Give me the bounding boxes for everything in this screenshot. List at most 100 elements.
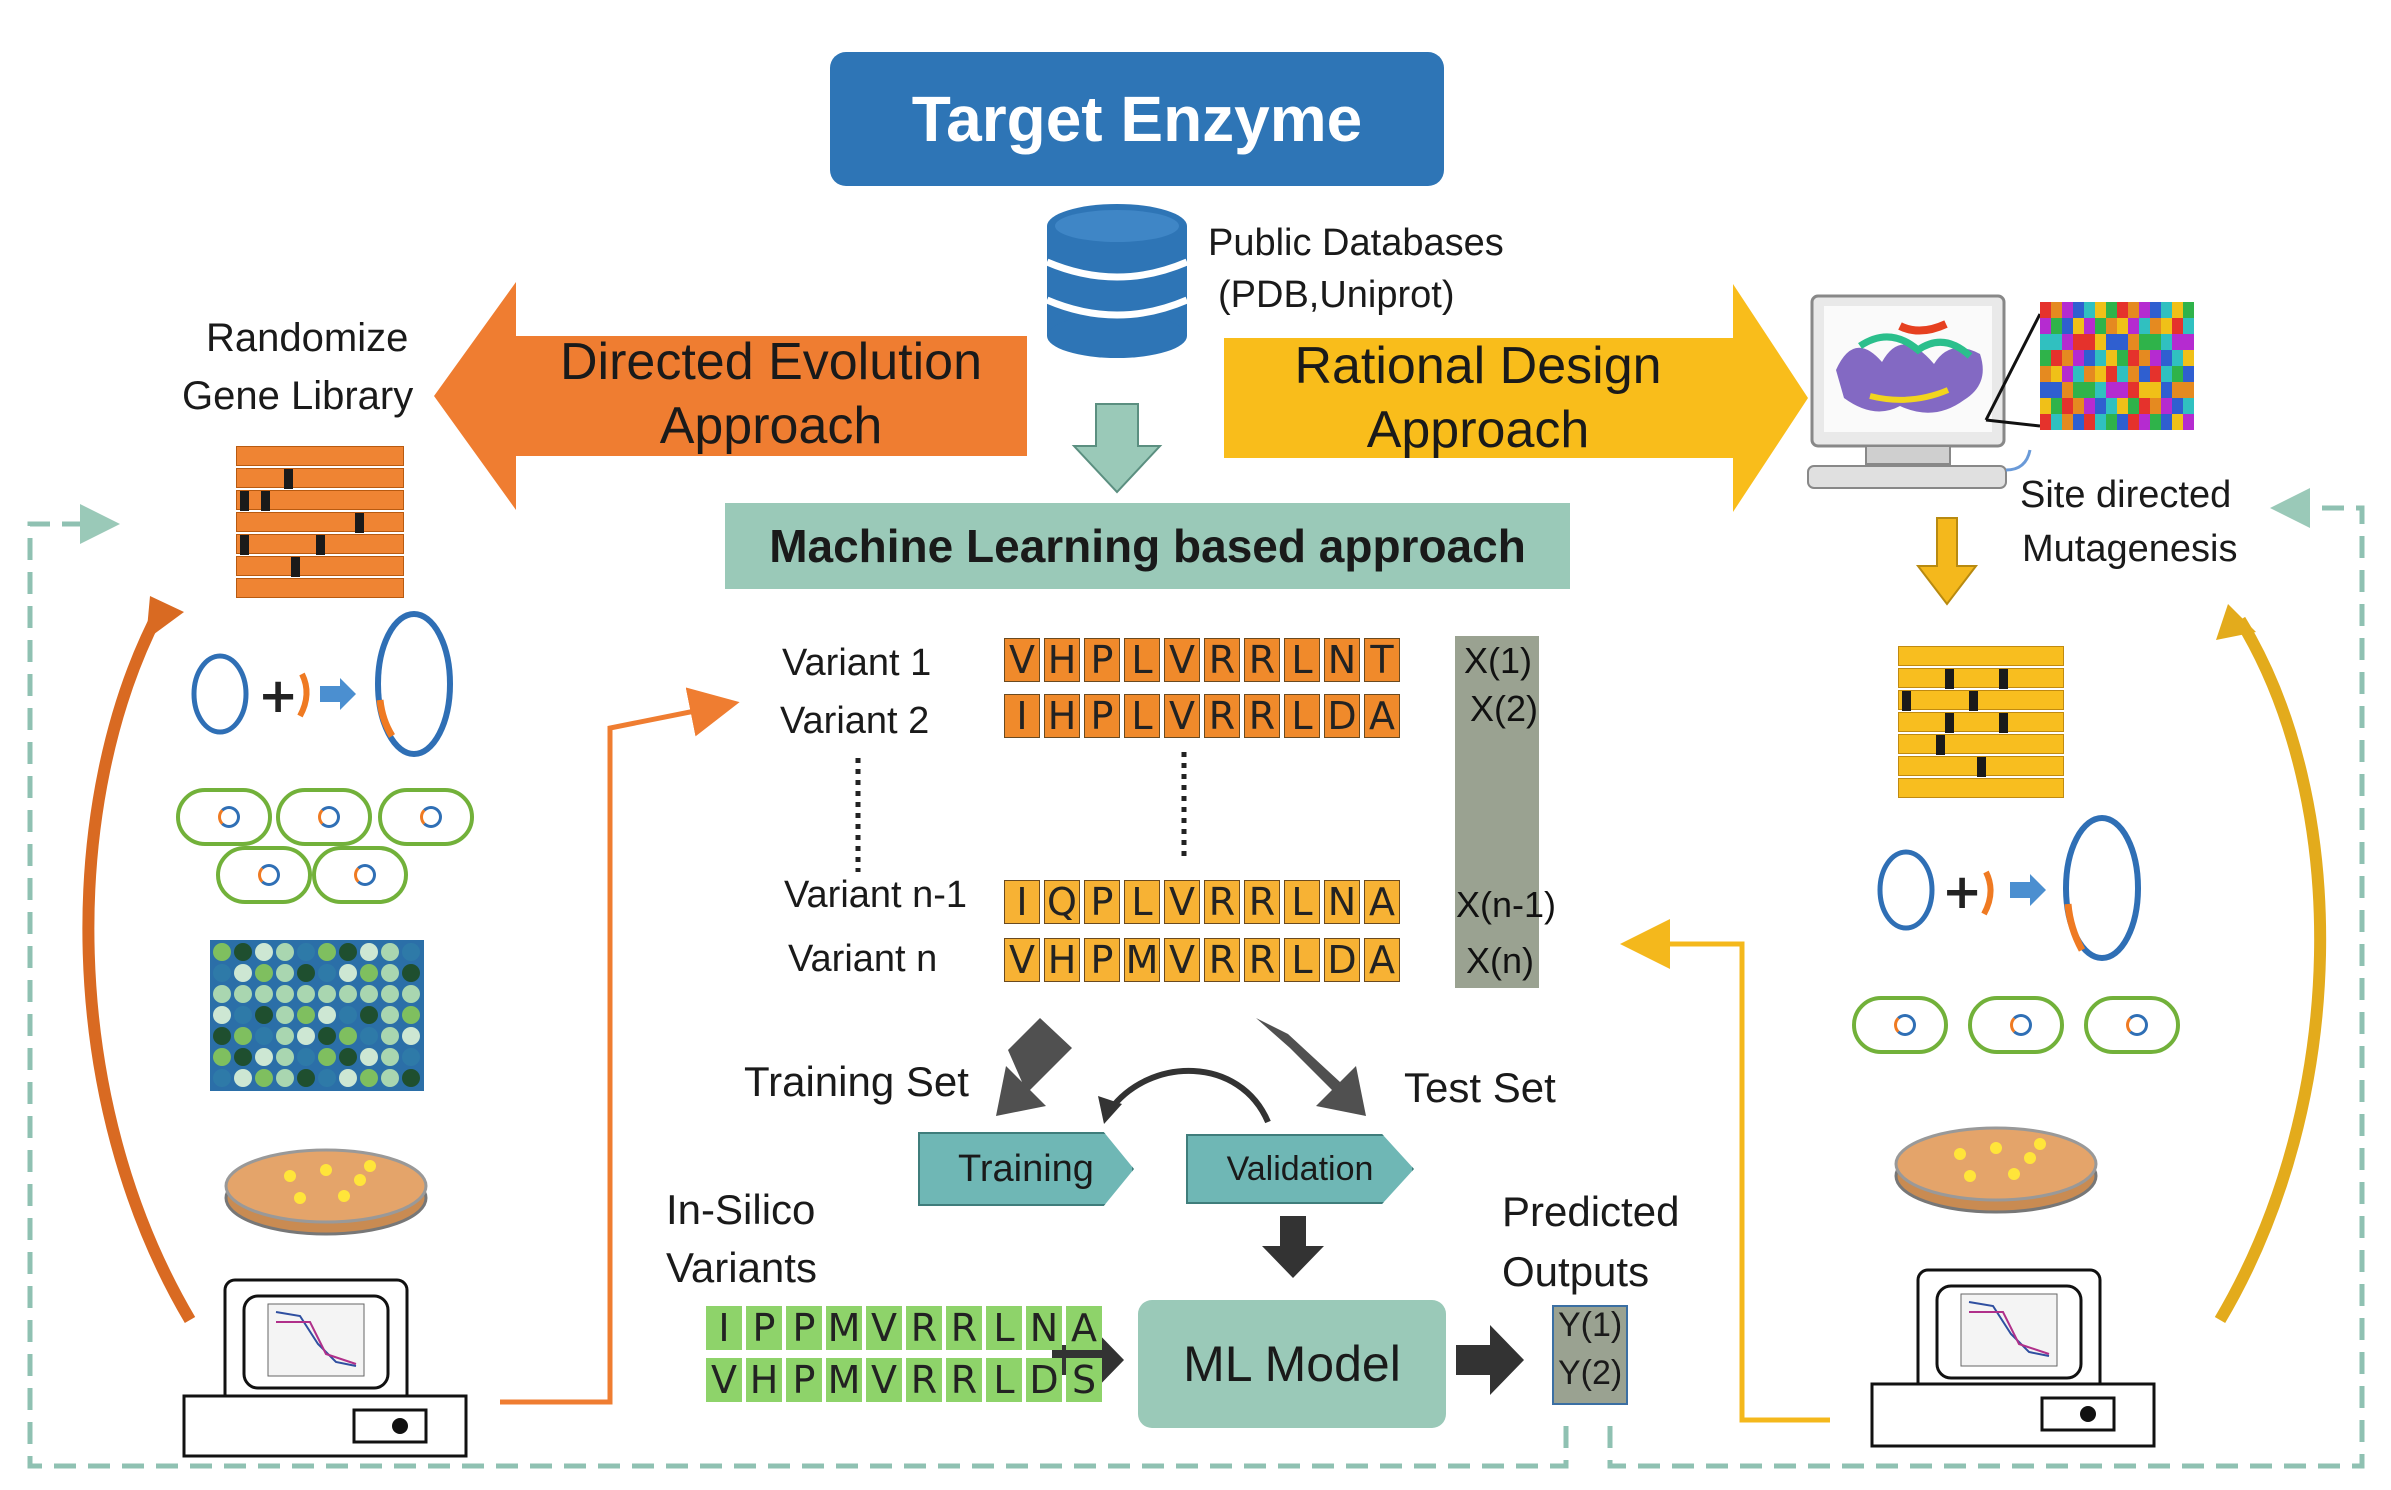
mutation-mark [1902,691,1911,711]
desktop-protein-icon [1807,294,2194,489]
variant-3-residue: Q [1044,880,1080,924]
well [381,1027,399,1045]
variant-2-residue: R [1204,694,1240,738]
well [276,985,294,1003]
well [234,1027,252,1045]
variant-4-residue: H [1044,938,1080,982]
well [360,1006,378,1024]
well [402,1069,420,1087]
variant-1-residue: R [1244,638,1280,682]
left-computer-icon [182,1278,468,1458]
right-petri-dish-icon [1894,1126,2098,1214]
svg-text:+: + [258,668,298,724]
well [360,943,378,961]
bacterial-cell [276,788,372,846]
mutation-mark [1999,713,2008,733]
in-silico-1-residue: R [946,1306,982,1350]
well [318,1006,336,1024]
well [339,1006,357,1024]
database-label-line2: (PDB,Uniprot) [1218,274,1455,316]
variant-n-1-label: Variant n-1 [784,874,968,916]
gene-fragment [236,468,404,489]
variant-3-residue: R [1244,880,1280,924]
well [213,1006,231,1024]
right-computer-icon [1870,1268,2156,1448]
well [234,985,252,1003]
plasmid-icon [258,864,280,886]
directed-evolution-label-line1: Directed Evolution [560,333,982,391]
in-silico-2-residue: L [986,1358,1022,1402]
feature-xn: X(n) [1466,940,1535,981]
variant-3-residue: R [1204,880,1240,924]
variant-2-residue: A [1364,694,1400,738]
well [276,943,294,961]
variant-2-label: Variant 2 [780,700,930,742]
variant-2-residue: P [1084,694,1120,738]
left-petri-dish-icon [224,1148,428,1236]
well [213,1027,231,1045]
in-silico-2-residue: R [946,1358,982,1402]
variant-3-residue: I [1004,880,1040,924]
validation-step: Validation [1186,1134,1414,1204]
well [297,1069,315,1087]
gene-fragment [1898,646,2064,666]
in-silico-1-residue: L [986,1306,1022,1350]
gene-fragment [1898,668,2064,689]
variant-4-residue: R [1204,938,1240,982]
mutation-mark [284,469,293,489]
in-silico-1-residue: M [826,1306,862,1350]
validation-down-arrow [1262,1216,1324,1278]
mutation-mark [261,491,270,511]
gene-fragment [1898,734,2064,755]
gene-fragment [236,534,404,555]
right-gene-library-icon [1898,646,2064,806]
variant-3-residue: P [1084,880,1120,924]
plasmid-icon [2126,1014,2148,1036]
well-plate-icon [210,940,424,1091]
directed-evolution-arrow [434,282,1027,510]
variant-4-residue: P [1084,938,1120,982]
variant-1-residue: T [1364,638,1400,682]
well [318,1069,336,1087]
well [297,1027,315,1045]
rational-design-label-line2: Approach [1366,401,1590,459]
in-silico-2-residue: M [826,1358,862,1402]
gene-fragment [236,556,404,577]
well [318,943,336,961]
in-silico-1-residue: P [786,1306,822,1350]
well [276,964,294,982]
randomize-label-line1: Randomize [206,316,409,360]
well [213,943,231,961]
in-silico-1-residue: N [1026,1306,1062,1350]
in-silico-label-line2: Variants [666,1244,817,1291]
well [276,1006,294,1024]
mutation-mark [1969,691,1978,711]
in-silico-label-line1: In-Silico [666,1186,816,1233]
in-silico-2-residue: H [746,1358,782,1402]
db-down-arrow [1071,403,1163,494]
gene-fragment [1898,778,2064,798]
bacterial-cell [176,788,272,846]
training-set-arrow [996,1018,1072,1116]
variant-2-residue: L [1284,694,1320,738]
output-y2: Y(2) [1558,1354,1623,1392]
site-directed-label-line2: Mutagenesis [2022,528,2238,570]
predicted-label-line1: Predicted [1502,1188,1680,1235]
feature-xn-1: X(n-1) [1456,884,1557,925]
variant-1-residue: P [1084,638,1120,682]
well [255,1069,273,1087]
variant-n-label: Variant n [788,938,938,980]
well [381,943,399,961]
variant-1-residue: L [1284,638,1320,682]
well [318,985,336,1003]
well [339,964,357,982]
in-silico-2-residue: R [906,1358,942,1402]
well [255,1027,273,1045]
well [381,964,399,982]
bacterial-cell [216,846,312,904]
variant-4-residue: R [1244,938,1280,982]
well [402,1027,420,1045]
left-gene-library-icon [236,446,404,602]
in-silico-1-residue: R [906,1306,942,1350]
